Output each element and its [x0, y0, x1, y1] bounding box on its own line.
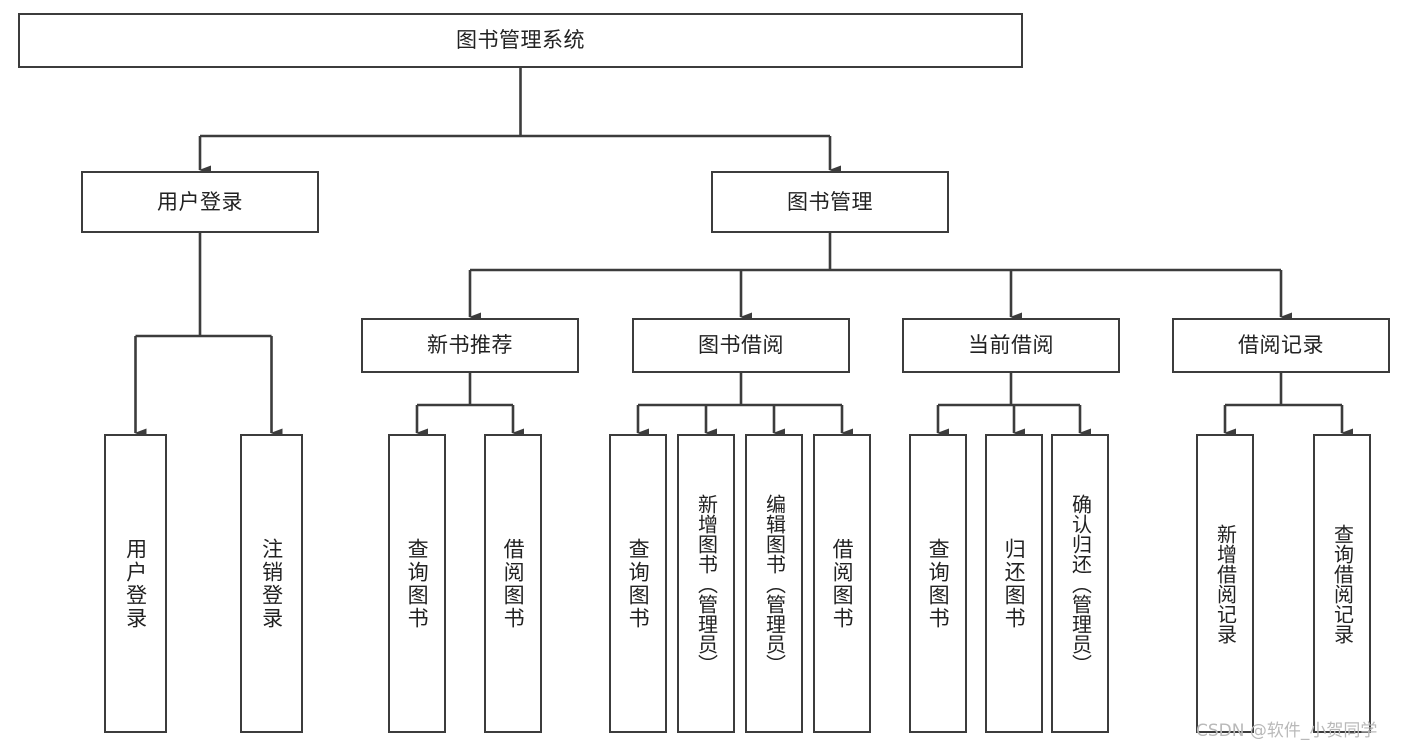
node-borrow-record-label: 借阅记录 [1238, 333, 1324, 358]
node-leaf-edit-book[interactable]: 编辑图书（管理员） [745, 434, 803, 733]
node-leaf-borrow-book-2[interactable]: 借阅图书 [813, 434, 871, 733]
node-root-label: 图书管理系统 [456, 28, 585, 53]
node-leaf-user-logout-label: 注销登录 [259, 537, 284, 630]
node-root[interactable]: 图书管理系统 [18, 13, 1023, 68]
node-leaf-return-book-label: 归还图书 [1002, 537, 1027, 630]
node-leaf-add-record[interactable]: 新增借阅记录 [1196, 434, 1254, 733]
node-user-login[interactable]: 用户登录 [81, 171, 319, 233]
node-new-book-recommend[interactable]: 新书推荐 [361, 318, 579, 373]
node-leaf-query-book-3-label: 查询图书 [926, 537, 951, 630]
node-book-manage-label: 图书管理 [787, 189, 873, 214]
node-leaf-confirm-return-label: 确认归还（管理员） [1068, 493, 1093, 674]
node-leaf-add-book[interactable]: 新增图书（管理员） [677, 434, 735, 733]
node-leaf-confirm-return[interactable]: 确认归还（管理员） [1051, 434, 1109, 733]
node-leaf-borrow-book-1-label: 借阅图书 [501, 537, 526, 630]
node-leaf-borrow-book-2-label: 借阅图书 [830, 537, 855, 630]
node-leaf-query-book-3[interactable]: 查询图书 [909, 434, 967, 733]
node-leaf-query-book-1[interactable]: 查询图书 [388, 434, 446, 733]
node-leaf-query-book-2[interactable]: 查询图书 [609, 434, 667, 733]
node-leaf-query-record[interactable]: 查询借阅记录 [1313, 434, 1371, 733]
node-leaf-borrow-book-1[interactable]: 借阅图书 [484, 434, 542, 733]
node-leaf-add-record-label: 新增借阅记录 [1213, 523, 1238, 644]
node-book-borrow-label: 图书借阅 [698, 333, 784, 358]
node-leaf-query-book-2-label: 查询图书 [626, 537, 651, 630]
csdn-watermark: CSDN @软件_小贺同学 [1196, 721, 1378, 741]
node-leaf-add-book-label: 新增图书（管理员） [694, 493, 719, 674]
node-book-manage[interactable]: 图书管理 [711, 171, 949, 233]
node-leaf-user-logout[interactable]: 注销登录 [240, 434, 303, 733]
node-leaf-edit-book-label: 编辑图书（管理员） [762, 493, 787, 674]
node-borrow-record[interactable]: 借阅记录 [1172, 318, 1390, 373]
node-leaf-query-book-1-label: 查询图书 [405, 537, 430, 630]
node-leaf-user-login[interactable]: 用户登录 [104, 434, 167, 733]
node-new-book-recommend-label: 新书推荐 [427, 333, 513, 358]
node-current-borrow[interactable]: 当前借阅 [902, 318, 1120, 373]
node-leaf-query-record-label: 查询借阅记录 [1330, 523, 1355, 644]
node-current-borrow-label: 当前借阅 [968, 333, 1054, 358]
node-leaf-user-login-label: 用户登录 [123, 537, 148, 630]
node-leaf-return-book[interactable]: 归还图书 [985, 434, 1043, 733]
node-book-borrow[interactable]: 图书借阅 [632, 318, 850, 373]
node-user-login-label: 用户登录 [157, 189, 243, 214]
